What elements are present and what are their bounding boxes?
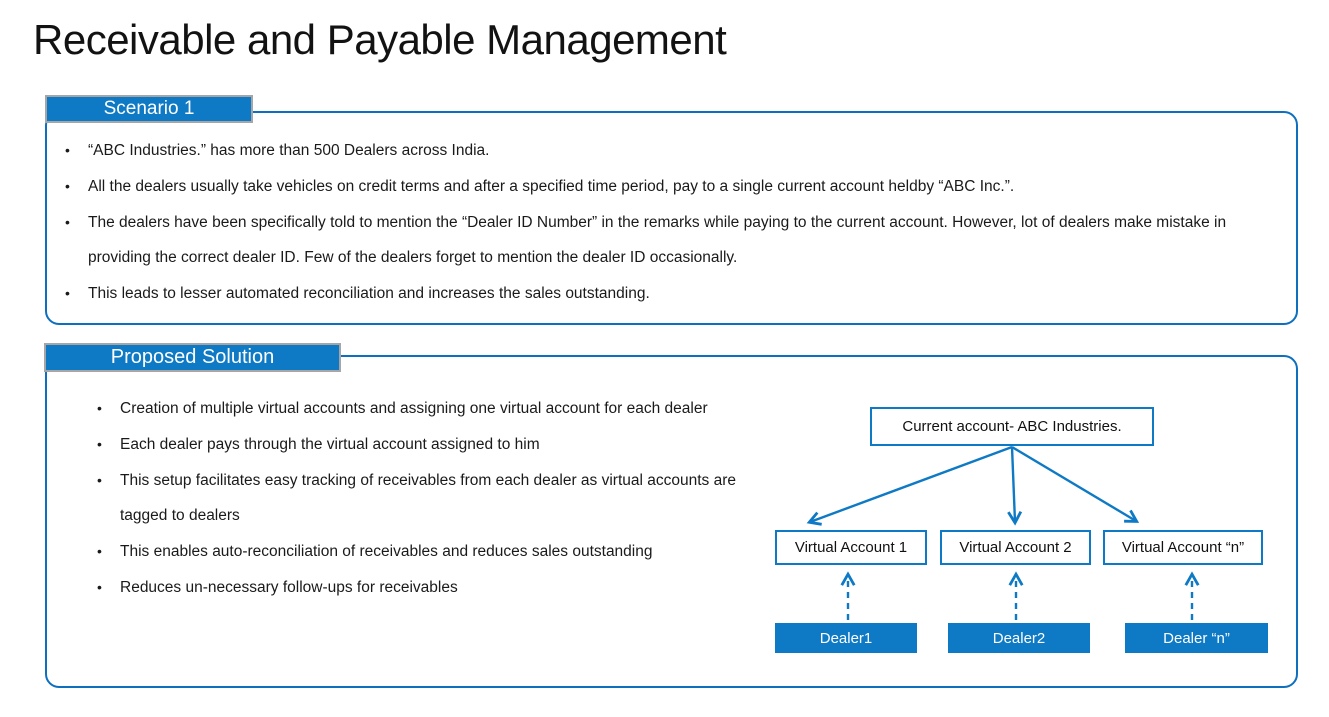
virtual-account-2-label: Virtual Account 2 — [959, 539, 1072, 556]
dealer-n-box: Dealer “n” — [1125, 623, 1268, 653]
virtual-account-1-box: Virtual Account 1 — [775, 530, 927, 565]
solution-bullet: Each dealer pays through the virtual acc… — [95, 427, 745, 463]
solution-bullet: This enables auto-reconciliation of rece… — [95, 534, 745, 570]
solution-bullet: Reduces un-necessary follow-ups for rece… — [95, 570, 745, 606]
scenario-tab-label: Scenario 1 — [103, 98, 195, 119]
solution-bullet: This setup facilitates easy tracking of … — [95, 463, 745, 535]
dealer-2-label: Dealer2 — [992, 629, 1046, 647]
virtual-account-1-label: Virtual Account 1 — [794, 539, 908, 556]
virtual-account-n-box: Virtual Account “n” — [1103, 530, 1263, 565]
solution-tab: Proposed Solution — [44, 343, 341, 372]
current-account-label: Current account- ABC Industries. — [902, 418, 1122, 435]
scenario-tab: Scenario 1 — [45, 95, 253, 123]
dealer-2-box: Dealer2 — [948, 623, 1090, 653]
scenario-bullet-list: “ABC Industries.” has more than 500 Deal… — [63, 133, 1258, 312]
dealer-n-label: Dealer “n” — [1163, 629, 1230, 647]
virtual-account-2-box: Virtual Account 2 — [940, 530, 1091, 565]
solution-tab-label: Proposed Solution — [110, 346, 275, 368]
solution-bullet-list: Creation of multiple virtual accounts an… — [95, 391, 745, 606]
dealer-1-label: Dealer1 — [819, 629, 873, 647]
dealer-1-box: Dealer1 — [775, 623, 917, 653]
solution-bullet: Creation of multiple virtual accounts an… — [95, 391, 745, 427]
scenario-bullet: “ABC Industries.” has more than 500 Deal… — [63, 133, 1258, 169]
current-account-box: Current account- ABC Industries. — [870, 407, 1154, 446]
scenario-bullet: All the dealers usually take vehicles on… — [63, 169, 1258, 205]
page-title: Receivable and Payable Management — [33, 16, 727, 63]
scenario-bullet: The dealers have been specifically told … — [63, 205, 1258, 277]
virtual-account-n-label: Virtual Account “n” — [1121, 539, 1245, 556]
scenario-bullet: This leads to lesser automated reconcili… — [63, 276, 1258, 312]
